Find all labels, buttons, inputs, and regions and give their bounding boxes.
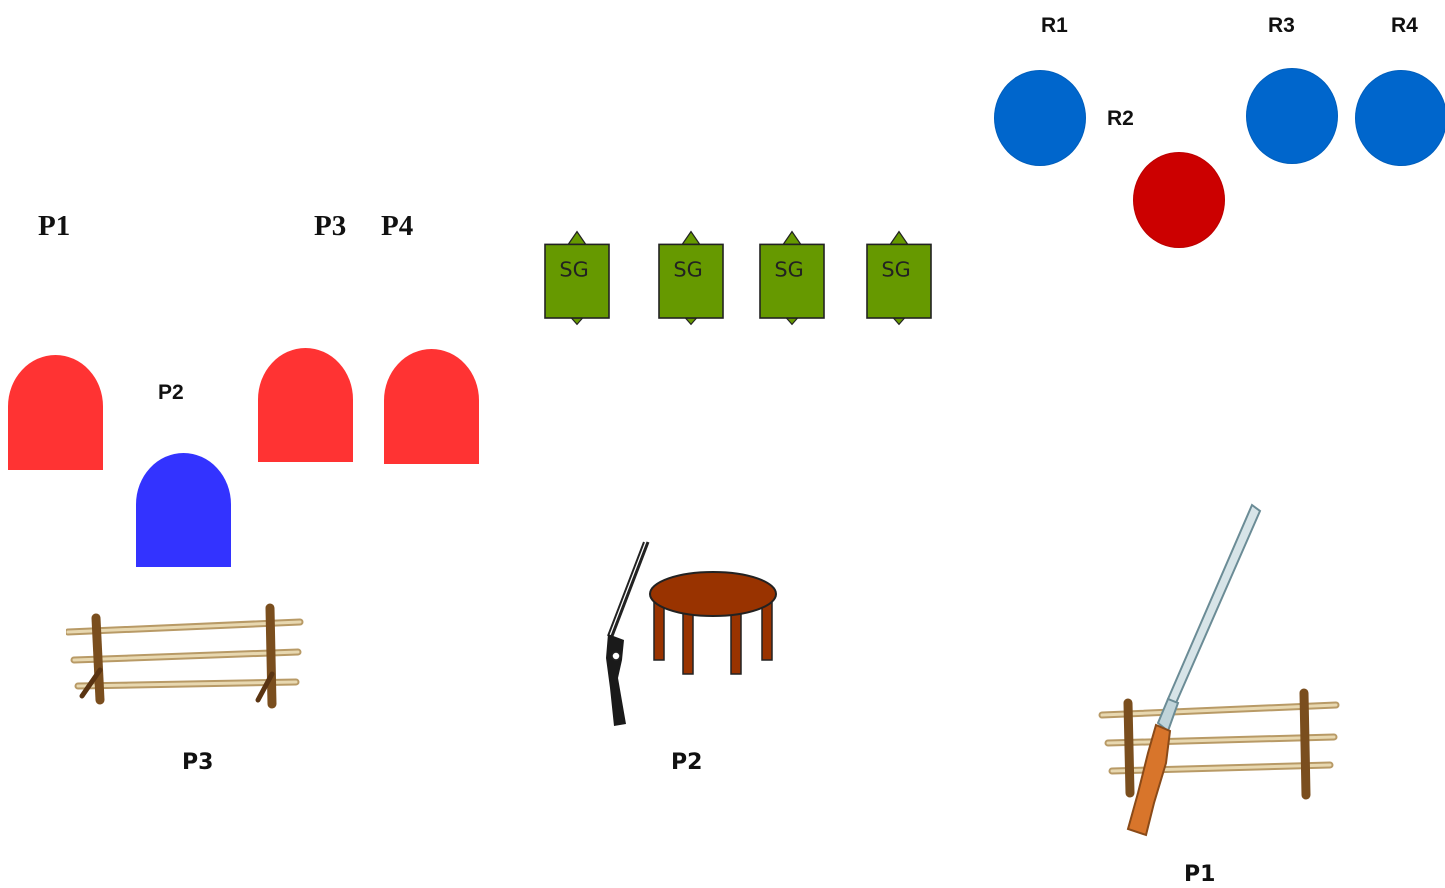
round-label-r4: R4 — [1391, 14, 1418, 37]
round-marker-r3 — [1246, 68, 1338, 164]
sg-token-4: SG — [866, 230, 932, 326]
fence-with-shotgun-icon — [1098, 503, 1340, 837]
station-label-p1: P1 — [1184, 862, 1216, 887]
round-marker-r2 — [1133, 152, 1225, 248]
sg-token-2: SG — [658, 230, 724, 326]
partner-marker-p2 — [136, 453, 231, 567]
partner-label-p4: P4 — [381, 210, 414, 242]
fence-icon — [66, 603, 304, 709]
station-label-p2: P2 — [671, 750, 703, 775]
partner-marker-p3 — [258, 348, 353, 462]
sg-token-3-label: SG — [774, 257, 803, 281]
partner-marker-p1 — [8, 355, 103, 470]
partner-label-p2: P2 — [158, 381, 184, 404]
station-label-p3: P3 — [182, 750, 214, 775]
partner-label-p3: P3 — [314, 210, 347, 242]
sg-token-3: SG — [759, 230, 825, 326]
sg-token-2-label: SG — [673, 257, 702, 281]
table-with-shotgun-icon — [606, 541, 777, 726]
round-marker-r4 — [1355, 70, 1445, 166]
round-label-r3: R3 — [1268, 14, 1295, 37]
partner-label-p1: P1 — [38, 210, 71, 242]
round-marker-r1 — [994, 70, 1086, 166]
round-label-r2: R2 — [1107, 107, 1134, 130]
partner-marker-p4 — [384, 349, 479, 464]
sg-token-1: SG — [544, 230, 610, 326]
sg-token-4-label: SG — [881, 257, 910, 281]
round-label-r1: R1 — [1041, 14, 1068, 37]
sg-token-1-label: SG — [559, 257, 588, 281]
